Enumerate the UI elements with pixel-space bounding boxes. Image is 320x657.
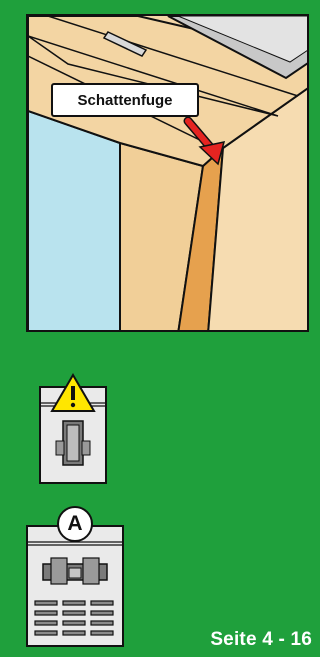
parts-bag-warning <box>38 373 108 485</box>
window-frame-drawing <box>28 16 309 332</box>
shadow-joint-label: Schattenfuge <box>51 83 199 117</box>
bag-drawing <box>38 373 108 485</box>
window-frame-illustration: Schattenfuge <box>26 14 309 332</box>
parts-bag-a: A <box>25 506 125 648</box>
page-reference: Seite 4 - 16 <box>210 629 312 651</box>
package-a-badge: A <box>57 506 93 542</box>
